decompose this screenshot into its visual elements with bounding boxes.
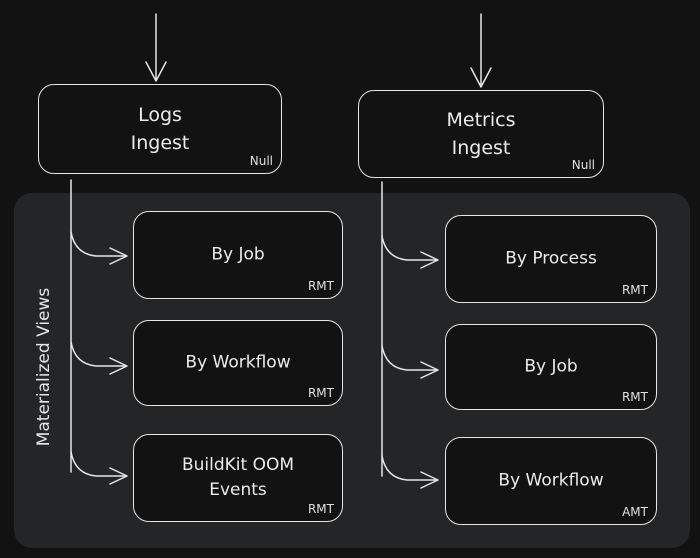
metrics-view-by-process-title: By Process (505, 248, 597, 269)
metrics-ingest-title: Metrics Ingest (359, 106, 603, 162)
logs-ingest-engine-tag: Null (249, 154, 273, 168)
metrics-view-by-process-engine-tag: RMT (621, 283, 648, 297)
logs-view-by-workflow-title: By Workflow (185, 352, 291, 373)
logs-ingest-node[interactable]: Logs Ingest Null (38, 84, 282, 174)
logs-to-by-workflow-arrow (70, 341, 128, 375)
metrics-view-by-workflow-node[interactable]: By Workflow AMT (445, 437, 657, 525)
logs-view-buildkit-oom-events-title-line-1: BuildKit OOM (181, 455, 295, 475)
metrics-view-by-job-node[interactable]: By Job RMT (445, 324, 657, 410)
logs-view-buildkit-oom-events-node[interactable]: BuildKit OOM Events RMT (133, 434, 343, 522)
metrics-view-by-process-node[interactable]: By Process RMT (445, 215, 657, 303)
logs-ingest-title: Logs Ingest (39, 101, 281, 157)
logs-view-buildkit-oom-events-title-line-2: Events (209, 480, 267, 500)
logs-view-by-job-title: By Job (211, 244, 265, 265)
logs-view-buildkit-oom-events-title: BuildKit OOM Events (134, 453, 342, 503)
logs-view-by-job-node[interactable]: By Job RMT (133, 211, 343, 299)
metrics-to-by-workflow-arrow (381, 455, 439, 489)
logs-ingest-title-line-2: Ingest (130, 132, 190, 154)
logs-ingest-input-arrow (145, 13, 167, 82)
logs-view-by-workflow-engine-tag: RMT (307, 386, 334, 400)
metrics-view-by-job-title: By Job (524, 356, 578, 377)
logs-ingest-title-line-1: Logs (138, 104, 182, 126)
metrics-view-by-workflow-title: By Workflow (498, 470, 604, 491)
metrics-to-by-process-arrow (381, 235, 439, 269)
logs-view-by-workflow-node[interactable]: By Workflow RMT (133, 320, 343, 406)
metrics-view-by-workflow-engine-tag: AMT (622, 505, 648, 519)
metrics-ingest-title-line-1: Metrics (446, 109, 516, 131)
logs-view-by-job-engine-tag: RMT (307, 279, 334, 293)
metrics-ingest-title-line-2: Ingest (451, 137, 511, 159)
metrics-ingest-engine-tag: Null (571, 158, 595, 172)
logs-to-by-job-arrow (70, 231, 128, 265)
metrics-view-by-job-engine-tag: RMT (621, 390, 648, 404)
metrics-ingest-node[interactable]: Metrics Ingest Null (358, 90, 604, 178)
logs-to-buildkit-oom-arrow (70, 451, 128, 485)
logs-view-buildkit-oom-events-engine-tag: RMT (307, 502, 334, 516)
metrics-ingest-input-arrow (470, 13, 492, 88)
metrics-to-by-job-arrow (381, 345, 439, 379)
